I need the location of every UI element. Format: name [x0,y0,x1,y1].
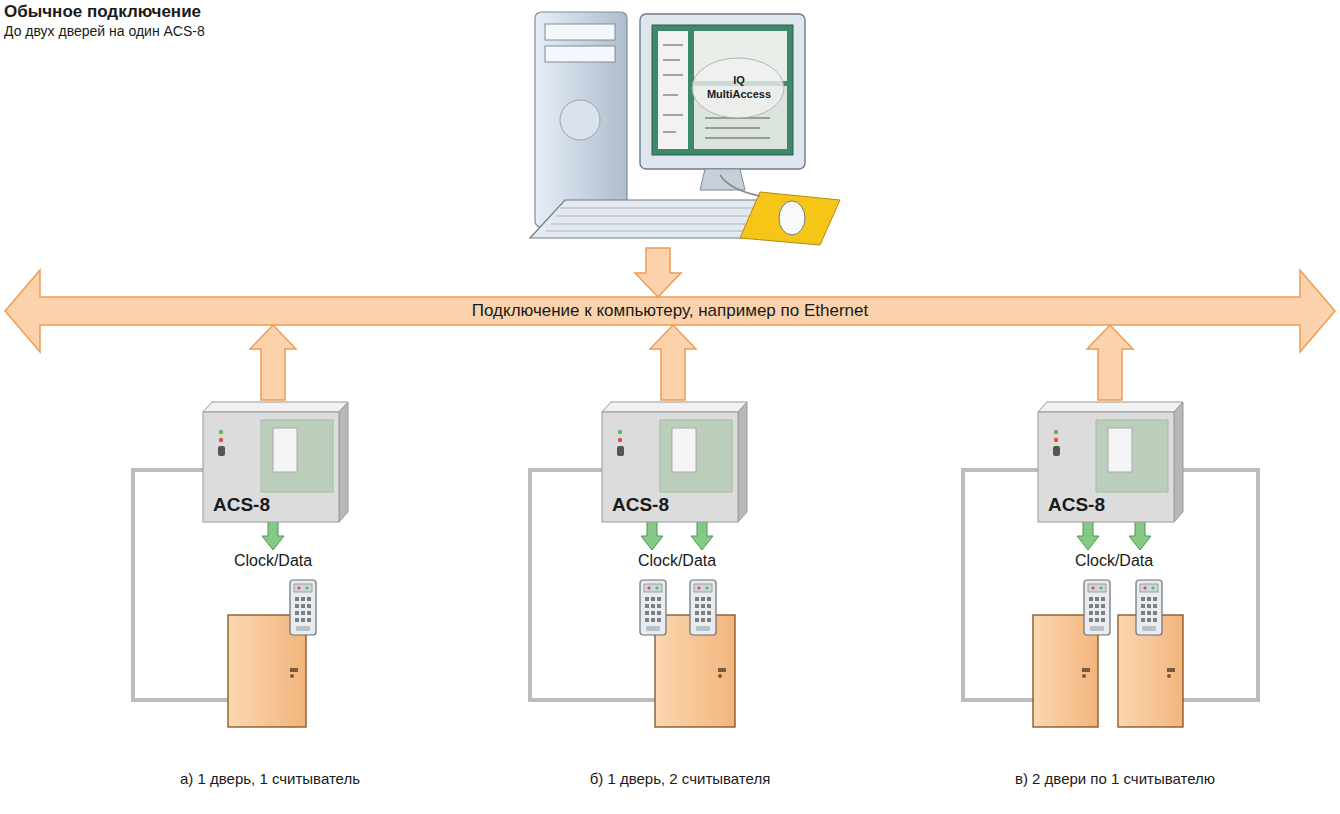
variant-caption: б) 1 дверь, 2 считывателя [590,770,771,787]
card-reader [290,580,1162,635]
connection-arrow [635,248,681,297]
bus-label: Подключение к компьютеру, например по Et… [40,297,1300,325]
software-name: IQ MultiAccess [703,73,775,101]
computer-illustration [530,12,840,245]
computer-node: IQ MultiAccess [525,5,845,248]
variant-caption: в) 2 двери по 1 считывателю [1015,770,1215,787]
controller-box: ACS-8 [602,400,747,522]
device-name: ACS-8 [612,494,669,516]
variant-caption: а) 1 дверь, 1 считыватель [180,770,360,787]
signal-name: Clock/Data [638,552,716,570]
signal-arrow [262,520,1151,550]
signal-name: Clock/Data [1075,552,1153,570]
controller-box: ACS-8 [203,400,348,522]
door-handle [290,668,1175,678]
connection-arrow [1087,325,1133,400]
device-name: ACS-8 [1048,494,1105,516]
diagram-title: Обычное подключение [4,2,201,22]
connection-arrow [650,325,696,400]
controller-box: ACS-8 [1038,400,1183,522]
network-bus: Подключение к компьютеру, например по Et… [40,297,1300,325]
connection-arrow [250,325,296,400]
subtitle: До двух дверей на один ACS-8 [4,23,205,39]
device-name: ACS-8 [213,494,270,516]
computer-shape [525,5,845,248]
signal-name: Clock/Data [234,552,312,570]
